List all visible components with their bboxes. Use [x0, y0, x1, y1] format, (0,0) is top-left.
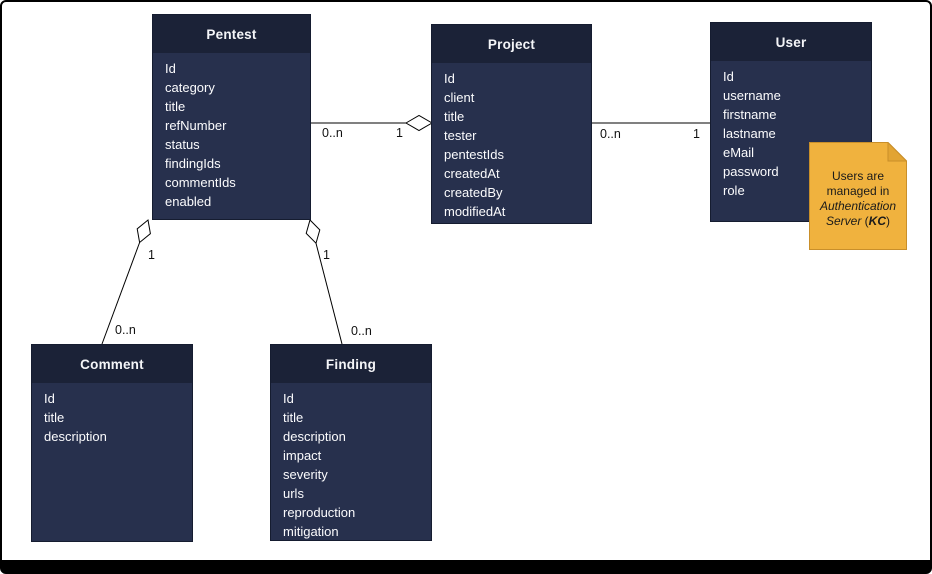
entity-field: title — [444, 109, 465, 124]
entity-finding-title: Finding — [271, 345, 431, 383]
entity-pentest: Pentest Id category title refNumber status fi… — [152, 14, 311, 220]
entity-field: refNumber — [165, 118, 227, 133]
note-line-2: managed in — [826, 184, 890, 198]
entity-field: Id — [165, 61, 176, 76]
entity-field: status — [165, 137, 200, 152]
entity-user-title: User — [711, 23, 871, 61]
entity-comment-title: Comment — [32, 345, 192, 383]
entity-field: lastname — [723, 126, 776, 141]
pentest-comment-aggregation-diamond-icon — [136, 219, 151, 244]
entity-field: password — [723, 164, 779, 179]
note-paren-open: ( — [861, 214, 869, 228]
entity-field: enabled — [165, 194, 212, 209]
sticky-note-shape — [809, 142, 907, 250]
entity-field: urls — [283, 486, 304, 501]
entity-field: firstname — [723, 107, 777, 122]
entity-field: Id — [444, 71, 455, 86]
multiplicity-pentest-finding-1: 1 — [323, 248, 330, 262]
entity-field: severity — [283, 467, 328, 482]
entity-field: title — [44, 410, 65, 425]
multiplicity-pentest-comment-1: 1 — [148, 248, 155, 262]
entity-pentest-title: Pentest — [153, 15, 310, 53]
sticky-note-body — [809, 142, 907, 250]
entity-comment-fields: Id title description — [32, 389, 192, 446]
entity-field: Id — [283, 391, 294, 406]
note-paren-close: ) — [886, 214, 891, 228]
entity-comment: Comment Id title description — [31, 344, 193, 542]
entity-field: client — [444, 90, 475, 105]
entity-field: commentIds — [165, 175, 236, 190]
entity-project-fields: Id client title tester pentestIds createdAt cr… — [432, 69, 591, 221]
multiplicity-project-user-1: 1 — [693, 127, 700, 141]
entity-field: findingIds — [165, 156, 221, 171]
entity-pentest-fields: Id category title refNumber status findingIds… — [153, 59, 310, 211]
multiplicity-pentest-project-0n: 0..n — [322, 126, 343, 140]
entity-field: createdBy — [444, 185, 503, 200]
note-line-4: Server (KC) — [809, 214, 907, 229]
entity-field: tester — [444, 128, 477, 143]
note-kc-abbrev: KC — [868, 214, 887, 228]
entity-field: role — [723, 183, 745, 198]
entity-finding: Finding Id title description impact severity… — [270, 344, 432, 541]
entity-field: modifiedAt — [444, 204, 506, 219]
entity-field: title — [283, 410, 304, 425]
sticky-note: Users are managed in Authentication Serv… — [809, 142, 907, 250]
entity-field: createdAt — [444, 166, 500, 181]
entity-finding-fields: Id title description impact severity urls repr… — [271, 389, 431, 541]
entity-field: username — [723, 88, 781, 103]
diagram-canvas: Pentest Id category title refNumber status fi… — [2, 2, 930, 560]
entity-field: impact — [283, 448, 322, 463]
entity-field: title — [165, 99, 186, 114]
multiplicity-pentest-project-1: 1 — [396, 126, 403, 140]
entity-user-fields: Id username firstname lastname eMail password… — [711, 67, 871, 200]
note-line-3: Authentication — [819, 199, 897, 213]
entity-field: reproduction — [283, 505, 356, 520]
pentest-finding-aggregation-diamond-icon — [305, 219, 321, 245]
entity-field: Id — [723, 69, 734, 84]
entity-field: pentestIds — [444, 147, 504, 162]
entity-field: eMail — [723, 145, 755, 160]
entity-field: description — [283, 429, 346, 444]
multiplicity-pentest-finding-0n: 0..n — [351, 324, 372, 338]
entity-field: description — [44, 429, 107, 444]
folded-corner-icon — [887, 142, 907, 162]
note-server-word: Server — [825, 214, 862, 228]
multiplicity-pentest-comment-0n: 0..n — [115, 323, 136, 337]
note-line-1: Users are — [831, 169, 884, 183]
entity-field: category — [165, 80, 215, 95]
sticky-note-text: Users are managed in Authentication Serv… — [809, 142, 907, 250]
project-aggregation-diamond-icon — [404, 114, 434, 132]
entity-field: Id — [44, 391, 55, 406]
entity-field: mitigation — [283, 524, 339, 539]
multiplicity-project-user-0n: 0..n — [600, 127, 621, 141]
entity-project: Project Id client title tester pentestIds cre… — [431, 24, 592, 224]
entity-project-title: Project — [432, 25, 591, 63]
